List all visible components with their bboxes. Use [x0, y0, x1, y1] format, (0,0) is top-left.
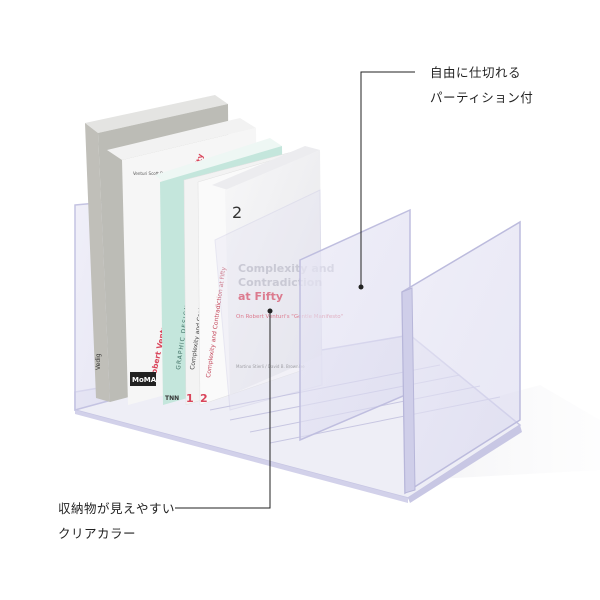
callout-clear-color-label: 収納物が見えやすい クリアカラー	[58, 496, 175, 546]
callout-bottom-dot	[267, 308, 273, 314]
callout-top-line2: パーティション付	[430, 90, 534, 105]
front-book-top	[212, 146, 320, 190]
book1-spine	[85, 123, 110, 402]
front-book-number: 2	[232, 203, 242, 222]
book3-publisher: TNN	[165, 395, 179, 402]
front-book-authors: Martino Stierli / David B. Brownlee	[236, 364, 305, 369]
book2-publisher-logo	[130, 372, 156, 386]
book4-number: 1	[186, 392, 194, 405]
front-book-cover	[225, 150, 322, 395]
callout-bottom-leader	[175, 312, 271, 509]
book5-number: 2	[200, 392, 208, 405]
book3-top	[155, 138, 282, 184]
callout-top-leader	[360, 71, 415, 285]
callout-top-dot	[358, 284, 364, 290]
callout-bottom-line1: 収納物が見えやすい	[58, 501, 176, 516]
callout-bottom-line2: クリアカラー	[58, 526, 137, 541]
book2-top	[107, 118, 256, 160]
acrylic-base-side-edge	[408, 425, 522, 503]
book1-top	[85, 95, 228, 133]
book2-publisher: MoMA	[132, 376, 157, 384]
acrylic-base-front-edge	[75, 410, 408, 503]
acrylic-right-wall-edge	[401, 287, 416, 494]
book1-spine-text: Vedig	[95, 353, 102, 370]
front-book-subtitle: On Robert Venturi's "Gentle Manifesto"	[236, 314, 343, 320]
callout-top-line1: 自由に仕切れる	[430, 65, 522, 80]
callout-partition-label: 自由に仕切れる パーティション付	[430, 60, 533, 110]
book2-cover-text: Venturi Scott Brown	[133, 171, 173, 176]
